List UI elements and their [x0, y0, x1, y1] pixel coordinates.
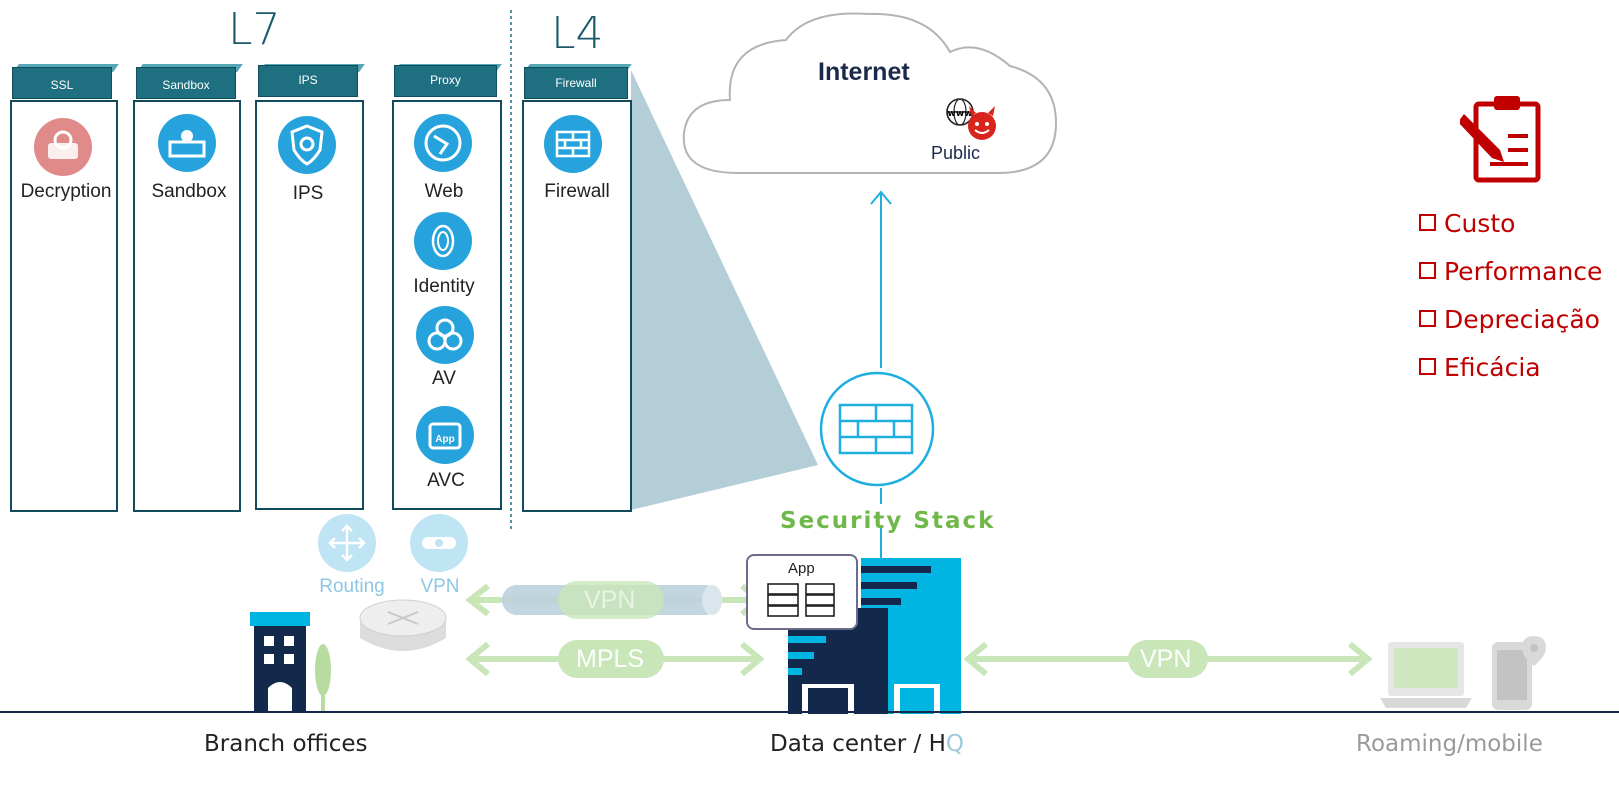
app-box-label: App	[788, 560, 815, 577]
issue-item-custo: Custo	[1419, 209, 1515, 238]
mobile-phone-icon	[1492, 636, 1546, 710]
public-label: Public	[931, 143, 981, 163]
security-stack-label: Security Stack	[780, 508, 996, 534]
identity-fingerprint-icon	[414, 212, 472, 270]
datacenter-label: Data center / HQ	[770, 731, 964, 757]
sandbox-icon	[158, 114, 216, 172]
av-label: AV	[432, 368, 456, 389]
ground-line	[0, 711, 1619, 713]
internet-cloud	[682, 12, 1058, 174]
ips-shield-icon	[278, 116, 336, 174]
avc-label: AVC	[427, 470, 465, 491]
checkbox-icon	[1419, 214, 1436, 231]
routing-icon	[318, 514, 376, 572]
www-devil-icon: www	[946, 98, 996, 140]
issue-item-depreciacao: Depreciação	[1419, 305, 1600, 334]
web-label: Web	[424, 181, 464, 202]
firewall-label: Firewall	[544, 181, 610, 202]
ips-label: IPS	[292, 183, 324, 204]
mpls-link	[465, 640, 765, 678]
branch-building-icon	[250, 612, 331, 712]
l7-label: L7	[228, 4, 281, 55]
laptop-icon	[1380, 642, 1472, 708]
internet-title: Internet	[818, 58, 910, 86]
vpn-remote-link	[963, 640, 1373, 678]
checkbox-icon	[1419, 358, 1436, 375]
www-text: www	[948, 109, 973, 119]
issue-label: Custo	[1444, 209, 1516, 238]
mpls-label: MPLS	[576, 645, 645, 673]
checkbox-icon	[1419, 310, 1436, 327]
avc-app-text: App	[435, 434, 454, 445]
vpn-remote-label: VPN	[1140, 645, 1192, 673]
av-biohazard-icon	[416, 306, 474, 364]
router-device-icon	[359, 599, 447, 651]
vpn-tunnel-label: VPN	[584, 586, 636, 614]
web-icon	[414, 114, 472, 172]
checkbox-icon	[1419, 262, 1436, 279]
column-header-proxy: Proxy	[394, 65, 497, 97]
issue-label: Depreciação	[1444, 305, 1600, 334]
branch-offices-label: Branch offices	[204, 731, 368, 757]
issue-label: Eficácia	[1444, 353, 1541, 382]
firewall-brick-icon	[544, 115, 602, 173]
app-server-box: App	[746, 554, 858, 630]
column-header-ssl: SSL	[12, 67, 112, 99]
issue-item-eficacia: Eficácia	[1419, 353, 1541, 382]
column-sandbox	[133, 100, 241, 512]
column-header-ips: IPS	[258, 65, 358, 97]
column-header-sandbox: Sandbox	[136, 67, 236, 99]
issue-item-performance: Performance	[1419, 257, 1602, 286]
security-firewall-icon	[819, 371, 935, 487]
l4-label: L4	[551, 8, 604, 59]
identity-label: Identity	[413, 276, 475, 297]
avc-app-icon: App	[416, 406, 474, 464]
layer-divider	[510, 10, 512, 530]
datacenter-label-faded: Q	[945, 731, 965, 757]
decryption-label: Decryption	[20, 181, 112, 202]
vpn-tunnel-link	[465, 581, 765, 619]
decryption-icon	[34, 118, 92, 176]
roaming-label: Roaming/mobile	[1356, 731, 1543, 757]
vpn-label: VPN	[420, 576, 460, 597]
datacenter-label-main: Data center / H	[770, 731, 946, 757]
vpn-icon	[410, 514, 468, 572]
sandbox-label: Sandbox	[151, 181, 227, 202]
column-header-firewall: Firewall	[524, 67, 628, 99]
clipboard-checklist-icon	[1460, 96, 1541, 183]
server-icon	[767, 583, 835, 617]
routing-label: Routing	[319, 576, 385, 597]
issue-label: Performance	[1444, 257, 1603, 286]
